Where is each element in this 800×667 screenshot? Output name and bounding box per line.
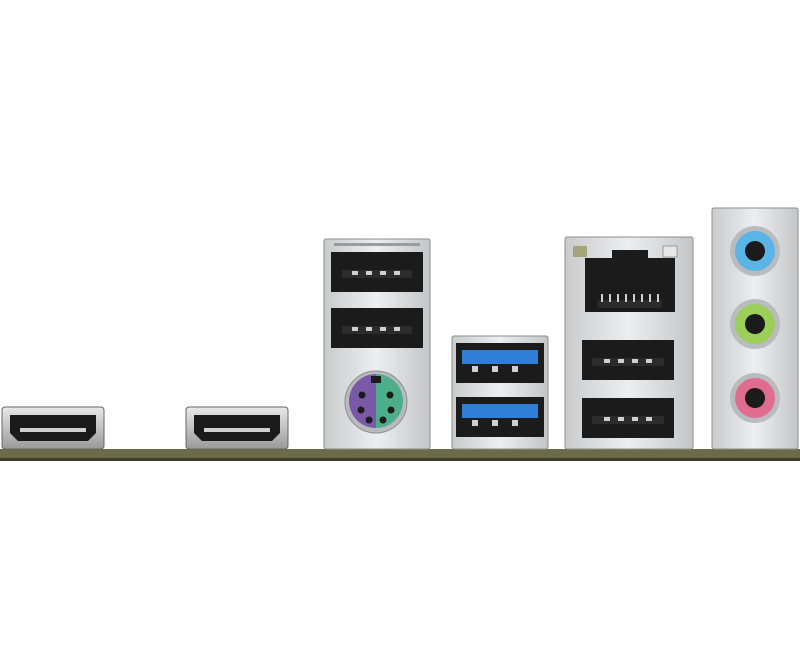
- rj45-port[interactable]: [585, 250, 675, 312]
- pcb-edge-shadow: [0, 458, 800, 461]
- lan-usb-combo: [564, 236, 694, 450]
- usb2-port-3[interactable]: [582, 340, 674, 380]
- ps2-port[interactable]: [344, 370, 408, 434]
- audio-jack-pink[interactable]: [730, 373, 780, 423]
- usb2-ps2-combo: [323, 238, 431, 450]
- audio-jack-stack: [711, 207, 799, 450]
- audio-jack-green[interactable]: [730, 299, 780, 349]
- usb3-port-2[interactable]: [456, 397, 544, 437]
- usb2-port-1[interactable]: [331, 252, 423, 292]
- audio-jack-blue[interactable]: [730, 226, 780, 276]
- pcb-edge: [0, 449, 800, 460]
- usb3-port-1[interactable]: [456, 343, 544, 383]
- hdmi-port-1[interactable]: [1, 406, 105, 450]
- usb3-stack: [451, 335, 549, 450]
- usb2-port-2[interactable]: [331, 308, 423, 348]
- hdmi-port-2[interactable]: [185, 406, 289, 450]
- usb2-port-4[interactable]: [582, 398, 674, 438]
